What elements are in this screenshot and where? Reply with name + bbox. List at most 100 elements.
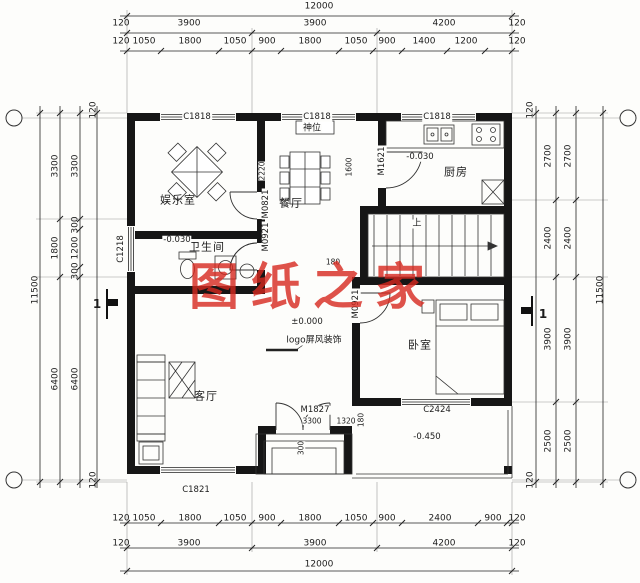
door-swings (229, 151, 423, 431)
notes-2: logo屏风装饰 (285, 335, 343, 346)
bottom-detail-0: 120 (112, 513, 130, 524)
living-room-furniture (136, 354, 196, 465)
section-marker-lines (106, 289, 533, 326)
bottom-detail-8: 2400 (428, 513, 452, 524)
bed (421, 299, 505, 395)
left-detail-1: 3300 (70, 154, 81, 178)
elevations-1: -0.030 (405, 151, 435, 162)
openings-v-0: C1218 (115, 234, 126, 264)
left-detail-0: 120 (88, 101, 99, 119)
top-main-1: 3900 (177, 18, 201, 29)
top-detail-5: 1800 (298, 36, 322, 47)
bathroom-fixtures (178, 251, 255, 280)
inner-dims-h-1: 3300 (302, 416, 322, 426)
inner-dims-v-0: 2220 (257, 161, 267, 181)
left-detail-2: 300 (70, 216, 81, 234)
rooms-5: 卧室 (408, 338, 432, 352)
rooms-3: 卫生间 (189, 240, 225, 254)
right-detail-0: 120 (525, 101, 536, 119)
left-detail-4: 300 (70, 262, 81, 280)
right-detail-5: 120 (525, 471, 536, 489)
top-total-0: 12000 (304, 1, 334, 12)
elevations-2: ±0.000 (290, 316, 324, 327)
right-main-1: 2400 (563, 226, 574, 250)
top-detail-8: 1400 (412, 36, 436, 47)
openings-h-0: C1818 (182, 111, 212, 122)
bottom-detail-10: 120 (508, 513, 526, 524)
notes-0: 神位 (301, 123, 323, 134)
left-detail-3: 1200 (70, 236, 81, 260)
left-detail-5: 6400 (70, 367, 81, 391)
openings-h-5: C1821 (181, 484, 211, 495)
right-detail-4: 2500 (543, 429, 554, 453)
left-main-0: 3300 (50, 154, 61, 178)
dimension-lines (39, 15, 604, 572)
bottom-main-3: 4200 (432, 538, 456, 549)
left-detail-6: 120 (88, 471, 99, 489)
right-total-0: 11500 (595, 275, 606, 305)
inner-dims-h-0: 180 (325, 257, 341, 267)
bottom-detail-7: 900 (378, 513, 396, 524)
bottom-detail-2: 1800 (178, 513, 202, 524)
top-detail-3: 1050 (223, 36, 247, 47)
bottom-total-0: 12000 (304, 559, 334, 570)
rooms-1: 餐厅 (279, 196, 303, 210)
watermark: 图纸之家 (189, 258, 437, 316)
game-table (167, 142, 227, 202)
right-detail-2: 2400 (543, 226, 554, 250)
top-main-4: 120 (508, 18, 526, 29)
openings-v-1: M1621 (376, 145, 387, 177)
openings-h-2: C1818 (422, 111, 452, 122)
bottom-main-2: 3900 (303, 538, 327, 549)
top-detail-2: 1800 (178, 36, 202, 47)
top-detail-4: 900 (258, 36, 276, 47)
stairs (367, 213, 505, 278)
bottom-main-0: 120 (112, 538, 130, 549)
right-detail-1: 2700 (543, 144, 554, 168)
section-marks-0: 1 (92, 297, 102, 311)
top-main-0: 120 (112, 18, 130, 29)
right-main-2: 3900 (563, 327, 574, 351)
right-main-0: 2700 (563, 144, 574, 168)
notes-1: 上 (411, 218, 423, 229)
top-detail-10: 120 (508, 36, 526, 47)
bottom-main-4: 120 (508, 538, 526, 549)
elevations-0: -0.030 (162, 234, 192, 245)
openings-h-3: M1827 (299, 404, 331, 415)
rooms-0: 娱乐室 (160, 193, 196, 207)
inner-dims-v-2: 300 (296, 440, 306, 456)
left-total-0: 11500 (30, 275, 41, 305)
rooms-2: 厨房 (444, 165, 468, 179)
top-detail-1: 1050 (132, 36, 156, 47)
bottom-detail-6: 1050 (344, 513, 368, 524)
top-detail-9: 1200 (454, 36, 478, 47)
inner-dims-v-3: 180 (356, 412, 366, 428)
openings-h-1: C1818 (302, 111, 332, 122)
top-main-2: 3900 (303, 18, 327, 29)
left-main-1: 1800 (50, 236, 61, 260)
kitchen-fixtures (385, 120, 505, 205)
bottom-detail-1: 1050 (132, 513, 156, 524)
elevations-3: -0.450 (412, 431, 442, 442)
inner-dims-h-2: 1320 (336, 416, 356, 426)
extension-lines (22, 10, 620, 575)
bottom-detail-4: 900 (258, 513, 276, 524)
section-marks-1: 1 (538, 307, 548, 321)
bottom-main-1: 3900 (177, 538, 201, 549)
dimension-ticks (36, 12, 607, 575)
right-main-3: 2500 (563, 429, 574, 453)
openings-v-2: M0821 (260, 188, 271, 220)
bottom-detail-3: 1050 (223, 513, 247, 524)
bottom-detail-9: 900 (484, 513, 502, 524)
openings-h-4: C2424 (422, 404, 452, 415)
left-main-2: 6400 (50, 367, 61, 391)
inner-dims-v-1: 1600 (344, 157, 354, 177)
dining-table (279, 120, 335, 205)
top-detail-7: 900 (378, 36, 396, 47)
top-detail-6: 1050 (344, 36, 368, 47)
porch (352, 406, 513, 479)
top-main-3: 4200 (432, 18, 456, 29)
right-detail-3: 3900 (543, 327, 554, 351)
